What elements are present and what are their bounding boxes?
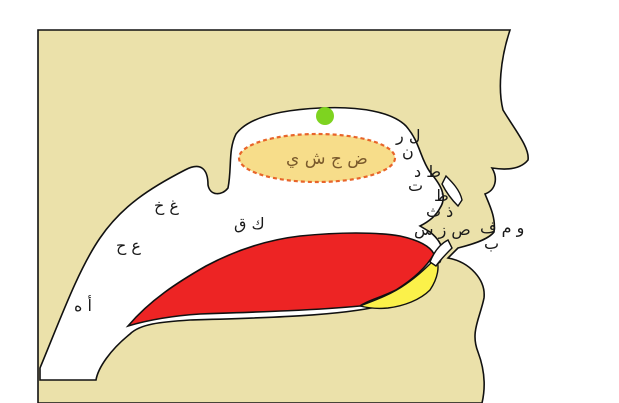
label-nun: ن [402,142,414,161]
label-za: ظ [434,186,449,205]
roof-point [316,107,334,125]
label-ghain-kha: غ خ [154,196,179,215]
label-dad-jim-shin-ya: ض ج ش ي [286,149,368,169]
label-ba: ب [484,234,500,253]
lower-tooth [429,239,453,267]
label-ta-dal: ط د [414,162,442,181]
label-hamza-ha: أ ه [74,296,92,315]
upper-tooth [441,174,463,208]
label-lam-ra: ل ر [396,126,421,145]
tongue-tip [357,256,439,310]
label-ain-ha: ع ح [116,236,141,255]
label-ta: ت [408,176,424,195]
label-kaf-qaf: ك ق [234,214,265,233]
label-sad-zay-sin: ص ز س [414,220,471,239]
palate-region [237,132,397,184]
label-waw-mim-fa: و م ف [480,218,525,237]
label-dhal-tha: ذ ث [426,202,454,221]
